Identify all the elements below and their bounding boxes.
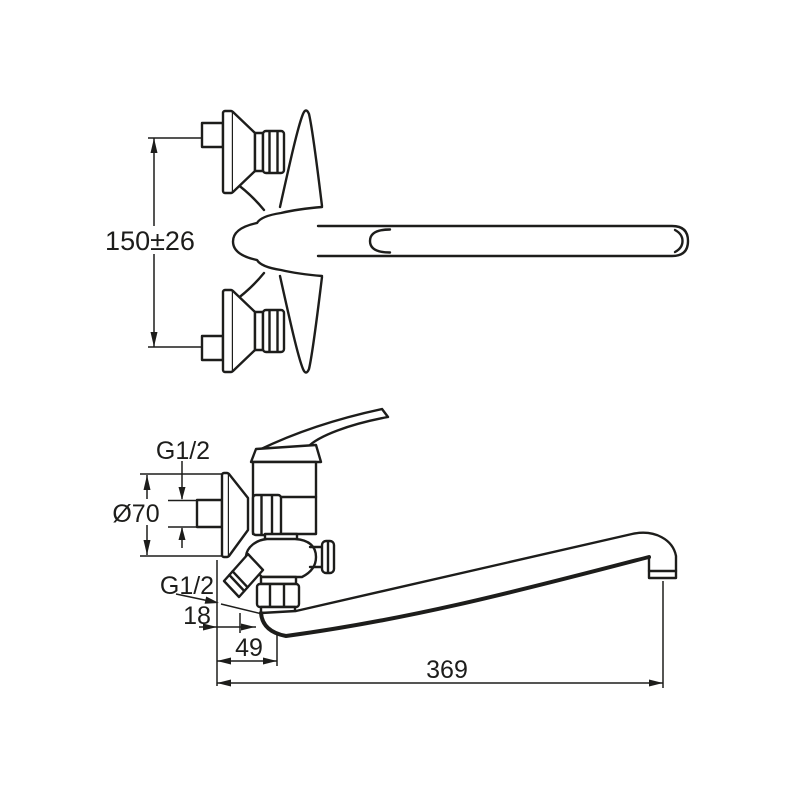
arrowhead-right-icon [649, 679, 663, 687]
front-view [200, 109, 690, 374]
escutcheon-cone-side [227, 472, 250, 558]
arrowhead-right-icon [241, 623, 255, 631]
label-mask [104, 226, 196, 254]
handle-dome [231, 205, 324, 278]
thread-label-top: G1/2 [156, 437, 210, 465]
side-view [195, 407, 678, 639]
escutcheon-base-side [220, 471, 231, 559]
arrowhead-down-icon [150, 332, 158, 347]
arrowhead-up-icon [143, 475, 151, 490]
spout-shadow-edge [259, 555, 651, 639]
wall-nipple-top [200, 121, 225, 149]
arrowhead-down-icon [178, 487, 186, 500]
arrowhead-right-icon [203, 623, 217, 631]
arrowhead-left-icon [217, 657, 231, 665]
label-mask [112, 499, 160, 525]
union-nut-side [251, 493, 283, 537]
dim-label-150: 150±26 [105, 226, 195, 256]
lever-end-line [368, 228, 392, 254]
escutcheon-cone-bottom [231, 289, 257, 373]
dimension-labels: 150±26 G1/2 Ø70 G1/2 18 49 369 [104, 226, 468, 684]
spout-cap-arc [673, 228, 684, 254]
leader-arrowhead-icon [204, 596, 219, 604]
body-upper-arm [278, 109, 324, 209]
arrowhead-up-icon [150, 138, 158, 153]
dim-label-369: 369 [426, 656, 468, 684]
dim-label-49: 49 [235, 634, 263, 662]
thread-label-bottom: G1/2 [160, 572, 214, 600]
arrowhead-down-icon [143, 540, 151, 555]
thread-line [228, 573, 246, 593]
escutcheon-base-top [221, 109, 235, 195]
arrowhead-left-icon [217, 679, 231, 687]
lever-handle-side [257, 407, 390, 452]
arrowhead-right-icon [263, 657, 277, 665]
wall-nipple-side [195, 498, 224, 529]
body-lower-arm [278, 274, 324, 374]
dim-label-18: 18 [183, 602, 211, 630]
diameter-label: Ø70 [112, 500, 159, 528]
spout-front [316, 224, 690, 258]
handle-cap-side [249, 443, 323, 464]
escutcheon-cone-top [231, 110, 257, 194]
spout-nut [255, 582, 301, 609]
escutcheon-base-bottom [221, 288, 235, 374]
thread-line [231, 570, 249, 589]
wall-nipple-bottom [200, 334, 225, 362]
arrowhead-up-icon [178, 527, 186, 540]
union-nut-bottom [261, 308, 286, 354]
union-nut-top [261, 129, 286, 175]
